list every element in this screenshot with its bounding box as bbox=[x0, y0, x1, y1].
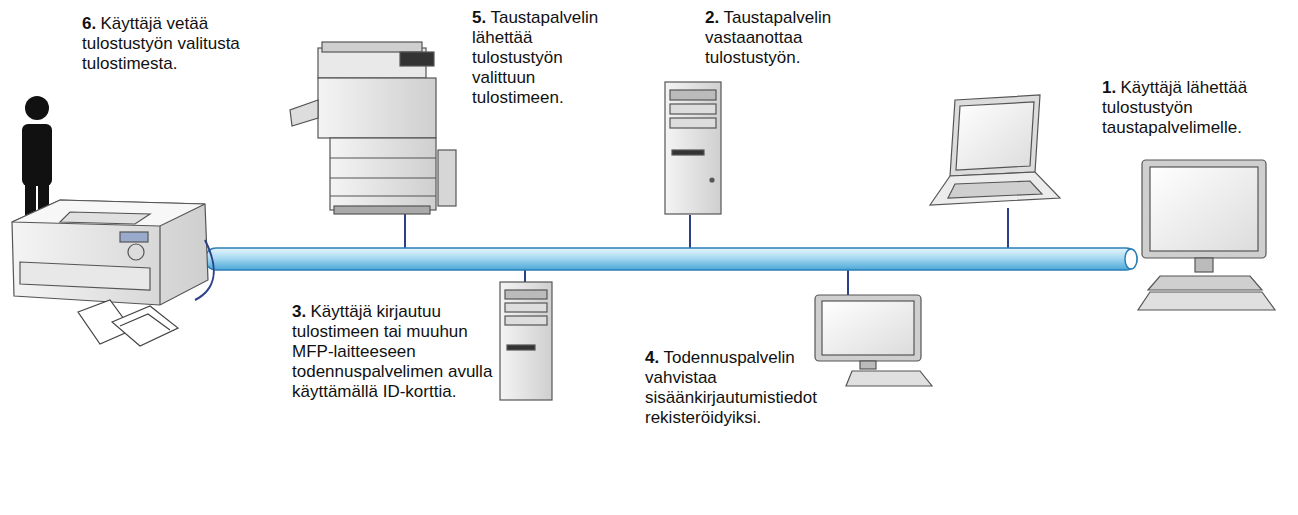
callout-number: 6. bbox=[82, 14, 96, 33]
callout-number: 1. bbox=[1102, 78, 1116, 97]
callout-number: 4. bbox=[645, 348, 659, 367]
mfp-device bbox=[290, 42, 456, 214]
step-description: Käyttäjä vetää tulostustyön valitusta tu… bbox=[82, 14, 240, 73]
id-cards bbox=[78, 300, 178, 346]
network-bus bbox=[205, 248, 1137, 270]
step-description: Todennuspalvelin vahvistaa sisäänkirjaut… bbox=[645, 348, 817, 427]
printer bbox=[12, 200, 214, 305]
workstation bbox=[815, 295, 932, 386]
callout-text: 6.Käyttäjä vetää tulostustyön valitusta … bbox=[82, 14, 247, 74]
step-description: Käyttäjä kirjautuu tulostimeen tai muuhu… bbox=[292, 302, 492, 401]
step-description: Taustapalvelin vastaanottaa tulostustyön… bbox=[705, 8, 831, 67]
callout-number: 2. bbox=[705, 8, 719, 27]
backend-server bbox=[665, 82, 721, 214]
callout-text: 2.Taustapalvelin vastaanottaa tulostusty… bbox=[705, 8, 870, 68]
callout-number: 3. bbox=[292, 302, 306, 321]
workstation bbox=[1138, 160, 1275, 310]
callout-text: 3.Käyttäjä kirjautuu tulostimeen tai muu… bbox=[292, 302, 500, 402]
callout-text: 1.Käyttäjä lähettää tulostustyön taustap… bbox=[1102, 78, 1262, 138]
callout-text: 4.Todennuspalvelin vahvistaa sisäänkirja… bbox=[645, 348, 850, 428]
step-description: Käyttäjä lähettää tulostustyön taustapal… bbox=[1102, 78, 1247, 137]
auth-server bbox=[500, 282, 552, 400]
callout-text: 5.Taustapalvelin lähettää tulostustyön v… bbox=[472, 8, 627, 108]
step-description: Taustapalvelin lähettää tulostustyön val… bbox=[472, 8, 598, 107]
callout-number: 5. bbox=[472, 8, 486, 27]
laptop bbox=[930, 95, 1060, 205]
